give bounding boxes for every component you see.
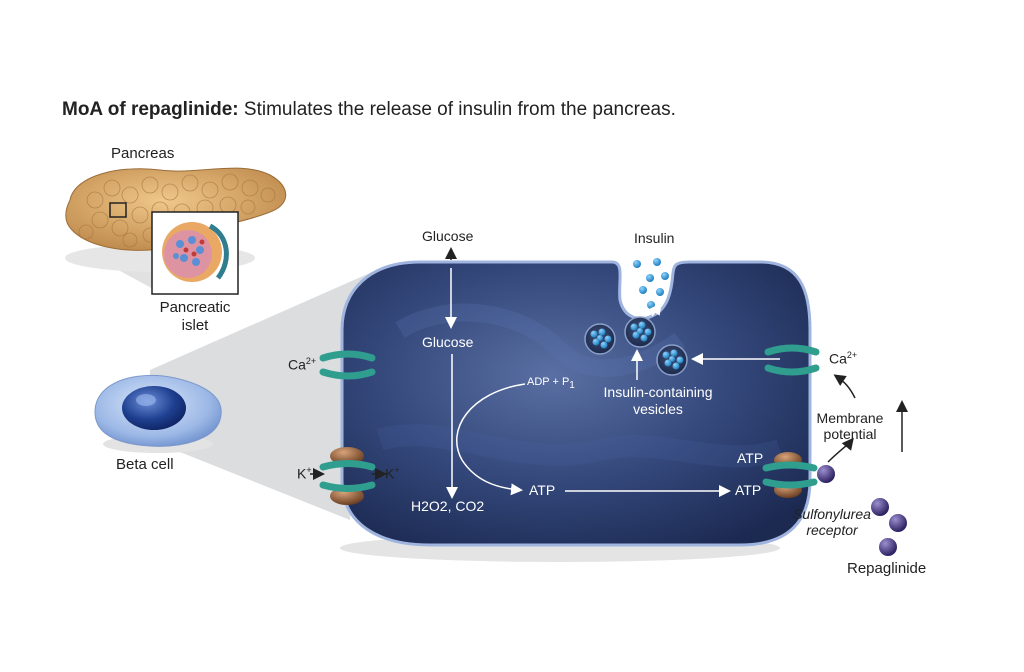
insulin-vesicles-label: Insulin-containing vesicles xyxy=(603,384,713,417)
k-channel-left xyxy=(319,447,376,505)
title-bold: MoA of repaglinide: xyxy=(62,99,239,120)
atp-right-lower-label: ATP xyxy=(735,482,762,498)
k-right-label: K+ xyxy=(385,465,400,482)
ca-left-text: Ca xyxy=(288,356,306,373)
insulin-release-arrow xyxy=(649,302,662,317)
beta-cell-illustration xyxy=(94,374,222,453)
arrow-to-membrane-potential xyxy=(827,437,854,463)
repaglinide-molecules xyxy=(871,498,907,556)
ca-right-text: Ca xyxy=(829,350,847,367)
insulin-label: Insulin xyxy=(634,230,675,246)
title-rest: Stimulates the release of insulin from t… xyxy=(243,99,676,120)
beta-cell-label: Beta cell xyxy=(116,456,174,473)
released-insulin-granules xyxy=(633,258,669,309)
ca-channel-right xyxy=(764,344,820,376)
atp-right-upper-label: ATP xyxy=(737,450,764,466)
glucose-inside-label: Glucose xyxy=(422,334,474,350)
insulin-vesicles xyxy=(584,316,688,376)
ca-channel-left xyxy=(319,350,376,380)
pancreatic-islet-label: Pancreatic islet xyxy=(159,299,231,334)
sulfonylurea-receptor-bound-drug xyxy=(817,465,835,483)
k-atp-channel-right xyxy=(762,452,835,498)
pancreatic-islet-inset xyxy=(151,211,239,295)
atp-center-label: ATP xyxy=(529,482,556,498)
ca-left-label: Ca2+ xyxy=(288,356,316,373)
adp-pi-text: ADP + P xyxy=(527,376,570,388)
zoom-wedge xyxy=(150,272,372,520)
repaglinide-label: Repaglinide xyxy=(847,560,927,577)
k-right-charge: + xyxy=(394,465,400,475)
h2o2-co2-label: H2O2, CO2 xyxy=(411,498,485,514)
sulfonylurea-receptor-label: Sulfonylurea receptor xyxy=(793,506,871,538)
ca-right-label: Ca2+ xyxy=(829,350,857,367)
adp-to-atp-arrow xyxy=(456,383,526,496)
vesicle-2 xyxy=(624,316,656,348)
k-left-charge: + xyxy=(306,465,312,475)
k-right-text: K xyxy=(385,465,395,482)
beta-cell-body xyxy=(340,260,812,562)
k-left-text: K xyxy=(297,465,307,482)
vesicle-3 xyxy=(656,344,688,376)
glucose-outside-label: Glucose xyxy=(422,228,474,244)
adp-pi-label: ADP + P1 xyxy=(527,376,575,391)
adp-pi-subscript: 1 xyxy=(569,380,575,392)
diagram-title: MoA of repaglinide: Stimulates the relea… xyxy=(62,99,676,121)
arrow-to-ca-influx xyxy=(833,374,856,399)
vesicle-1 xyxy=(584,323,616,355)
islet-locator-box xyxy=(109,202,127,218)
k-left-label: K+ xyxy=(297,465,312,482)
ca-right-charge: 2+ xyxy=(846,350,858,360)
membrane-potential-label: Membrane potential xyxy=(816,410,884,442)
pancreas-label: Pancreas xyxy=(111,145,175,162)
ca-left-charge: 2+ xyxy=(305,356,317,366)
